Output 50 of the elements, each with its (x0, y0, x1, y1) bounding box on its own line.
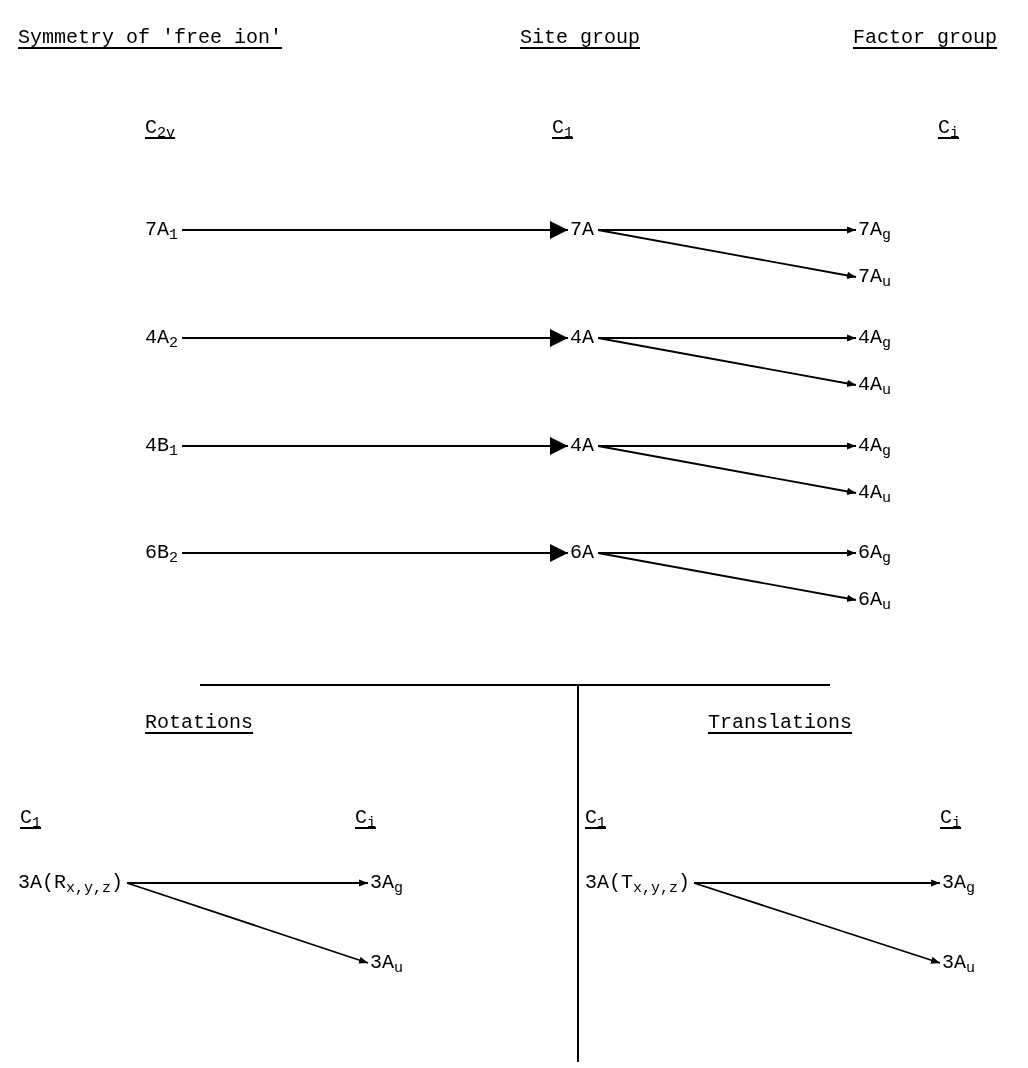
heading-label: C$_{1}$ (20, 808, 42, 828)
symmetry-species: 3A(R$_{x,y,z}$) (18, 873, 124, 893)
symmetry-species: 7A (570, 220, 594, 240)
heading-label: Symmetry of 'free ion' (18, 28, 283, 48)
arrow (693, 882, 941, 964)
heading-label: C$_{i}$ (938, 118, 960, 138)
arrow (597, 229, 857, 279)
arrow (126, 879, 369, 887)
symmetry-species: 4A (570, 328, 594, 348)
heading-label: Factor group (853, 28, 998, 48)
heading-label: C$_{i}$ (355, 808, 377, 828)
symmetry-species: 4A$_{u}$ (858, 483, 892, 503)
symmetry-species: 3A$_{g}$ (370, 873, 404, 893)
heading-label: Site group (520, 28, 641, 48)
symmetry-species: 7A$_{1}$ (145, 220, 179, 240)
symmetry-species: 6A$_{u}$ (858, 590, 892, 610)
heading-label: Rotations (145, 713, 254, 733)
heading-label: C$_{1}$ (585, 808, 607, 828)
symmetry-species: 4B$_{1}$ (145, 436, 179, 456)
heading-label: C$_{1}$ (552, 118, 574, 138)
arrow (597, 445, 857, 495)
arrow (597, 552, 857, 602)
symmetry-species: 6B$_{2}$ (145, 543, 179, 563)
arrow (597, 334, 857, 342)
symmetry-species: 7A$_{u}$ (858, 267, 892, 287)
symmetry-species: 7A$_{g}$ (858, 220, 892, 240)
symmetry-species: 4A$_{g}$ (858, 328, 892, 348)
arrow (693, 879, 941, 887)
arrow (597, 549, 857, 557)
arrow (181, 329, 569, 347)
heading-label: C$_{i}$ (940, 808, 962, 828)
symmetry-species: 4A$_{g}$ (858, 436, 892, 456)
heading-label: Translations (708, 713, 853, 733)
symmetry-species: 3A(T$_{x,y,z}$) (585, 873, 691, 893)
symmetry-species: 4A (570, 436, 594, 456)
symmetry-species: 3A$_{u}$ (942, 953, 976, 973)
arrow (181, 544, 569, 562)
arrow (181, 437, 569, 455)
symmetry-species: 6A$_{g}$ (858, 543, 892, 563)
symmetry-species: 6A (570, 543, 594, 563)
symmetry-species: 3A$_{g}$ (942, 873, 976, 893)
symmetry-species: 3A$_{u}$ (370, 953, 404, 973)
symmetry-species: 4A$_{u}$ (858, 375, 892, 395)
arrow (597, 337, 857, 387)
arrow (181, 221, 569, 239)
heading-label: C$_{2v}$ (145, 118, 176, 138)
symmetry-species: 4A$_{2}$ (145, 328, 179, 348)
arrow (126, 882, 369, 964)
arrow (597, 442, 857, 450)
arrow (597, 226, 857, 234)
